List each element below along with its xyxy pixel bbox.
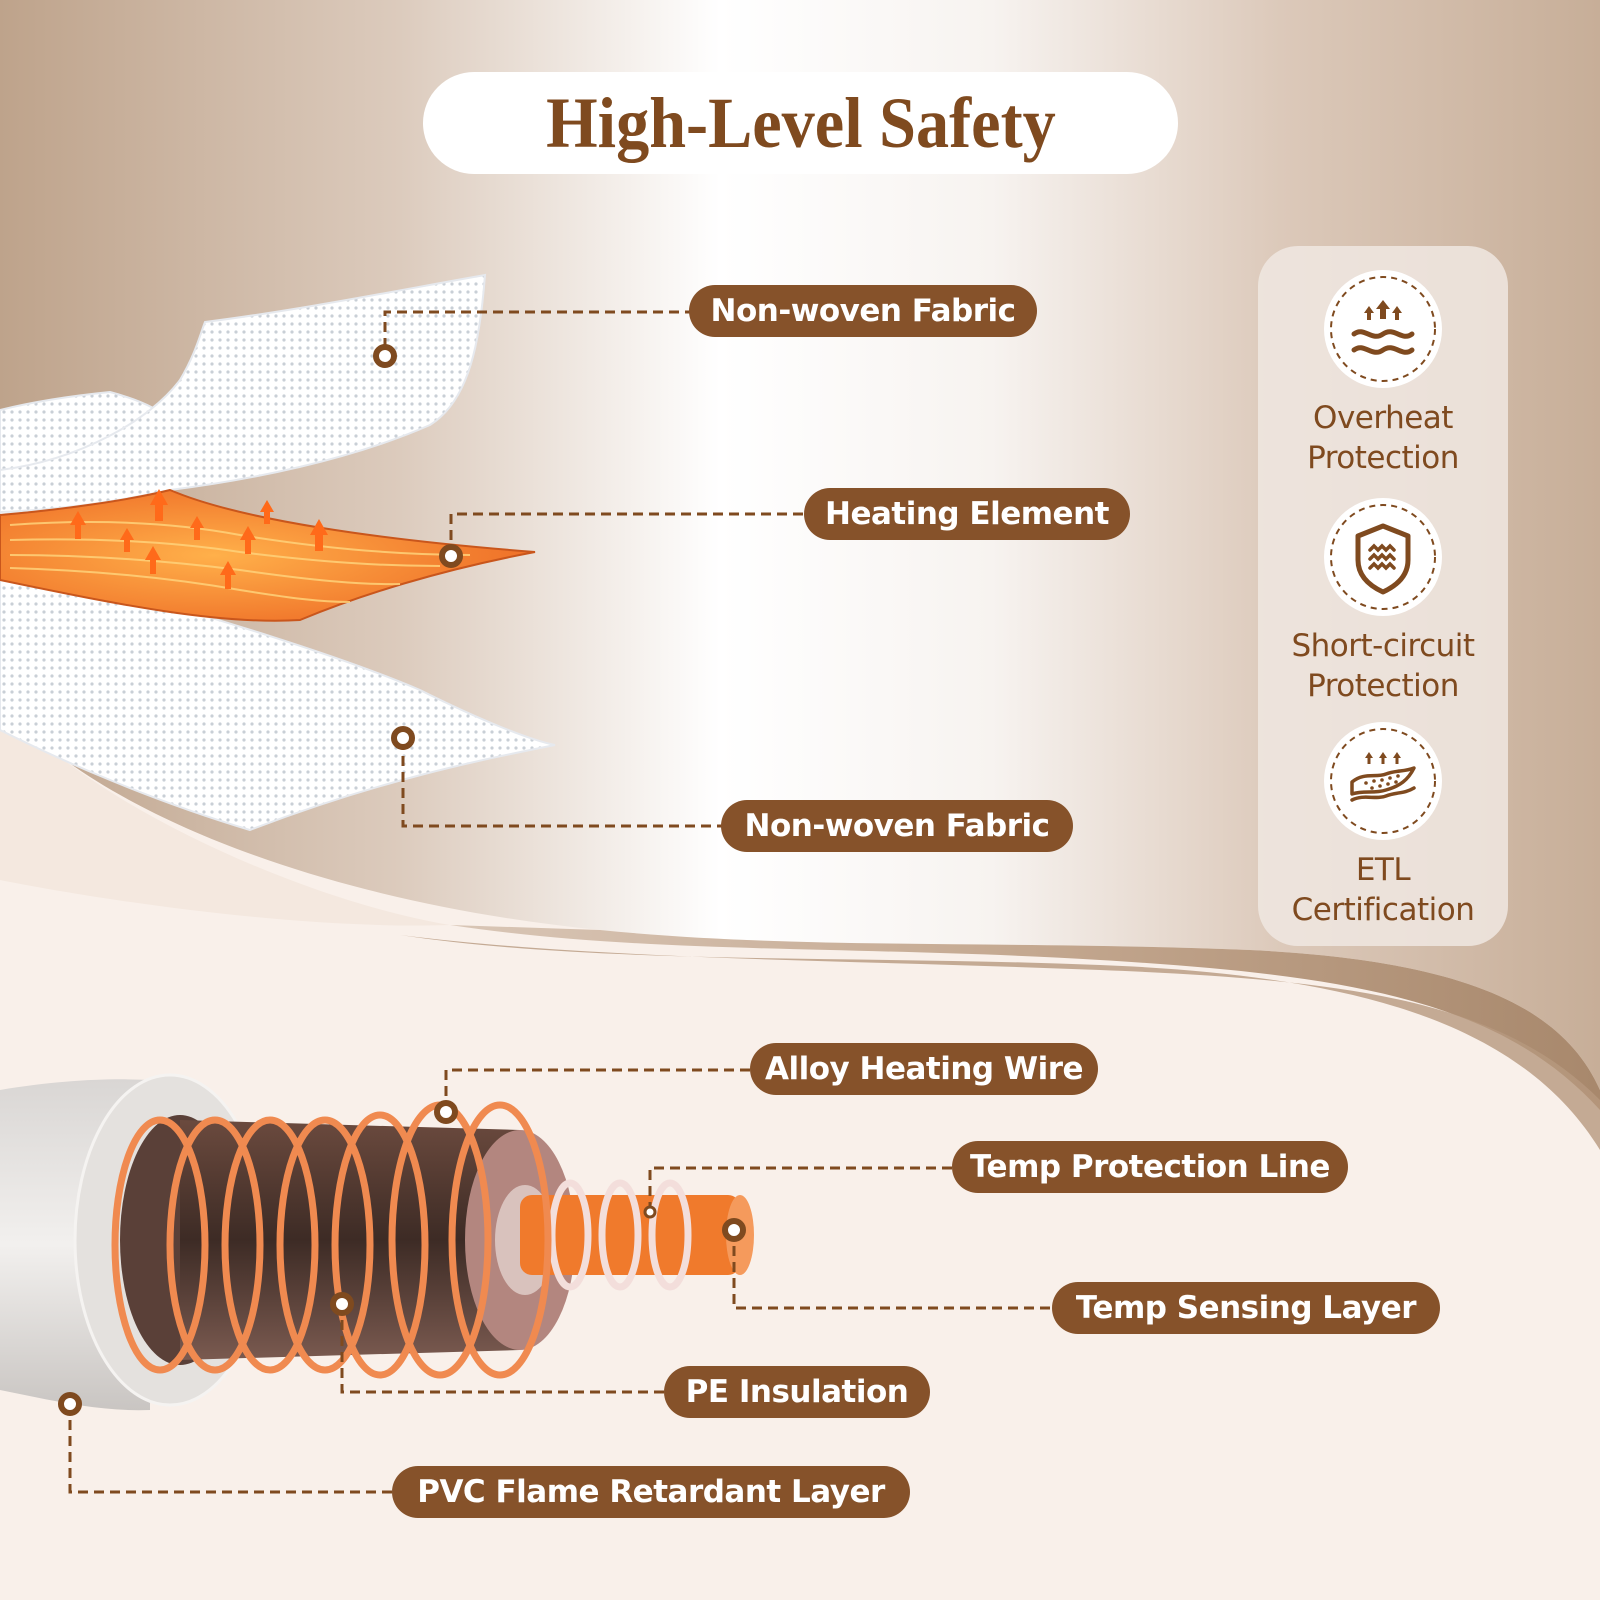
feature-short-circuit-protection: Short-circuit Protection: [1258, 498, 1508, 706]
label-temp-sensing-layer: Temp Sensing Layer: [1052, 1282, 1440, 1334]
label-temp-protection-line: Temp Protection Line: [952, 1141, 1348, 1193]
shield-icon: [1324, 498, 1442, 616]
feature-overheat-protection: Overheat Protection: [1258, 270, 1508, 478]
label-pvc-flame-retardant-layer: PVC Flame Retardant Layer: [392, 1466, 910, 1518]
page-title: High-Level Safety: [545, 82, 1056, 163]
label-heating-element: Heating Element: [804, 488, 1130, 540]
safety-features-panel: Overheat Protection Short-circuit Protec…: [1258, 246, 1508, 946]
label-bottom-fabric: Non-woven Fabric: [721, 800, 1073, 852]
layered-fabric-icon: [1324, 722, 1442, 840]
feature-etl-certification: ETL Certification: [1258, 722, 1508, 930]
cable-cross-section-illustration: [0, 1073, 754, 1411]
label-alloy-heating-wire: Alloy Heating Wire: [750, 1043, 1098, 1095]
title-banner: High-Level Safety: [423, 72, 1178, 174]
label-pe-insulation: PE Insulation: [664, 1366, 930, 1418]
label-top-fabric: Non-woven Fabric: [689, 285, 1037, 337]
overheat-waves-icon: [1324, 270, 1442, 388]
